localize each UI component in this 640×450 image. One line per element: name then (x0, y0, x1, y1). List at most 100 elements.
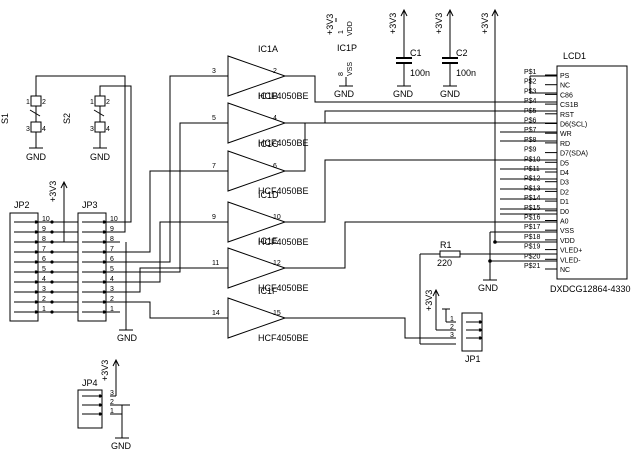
ic1c-out-wire (285, 122, 557, 172)
connector-jp1: +3V3 123 JP1 (424, 288, 483, 364)
ic1p-gnd-label: GND (334, 89, 355, 99)
ic1p-power-block: +3V3 1 VDD IC1P 8 VSS GND (325, 14, 357, 99)
lcd-pin-name: C86 (560, 92, 573, 99)
s1-pin4: 4 (42, 126, 46, 133)
jp2-pin-dot (34, 260, 38, 264)
ic1p-vdd-label: VDD (347, 21, 354, 36)
lcd-pin-name: D6(SCL) (560, 122, 587, 129)
s2-contact (93, 109, 105, 117)
jp2-jp3-junction (50, 310, 54, 314)
jp4-pin-dot (98, 412, 102, 416)
jp2-pin-dot (34, 240, 38, 244)
lcd-pin-number: P$9 (524, 147, 537, 154)
jp2-jp3-junction (50, 240, 54, 244)
jp2-pin-number: 6 (42, 256, 46, 263)
jp2-jp3-junction (50, 290, 54, 294)
s1-label: S1 (0, 113, 10, 124)
jp2-body (9, 212, 39, 322)
buffer-name: IC1E (258, 236, 278, 246)
lcd-vdd-junction (493, 240, 497, 244)
lcd-pin-number: P$7 (524, 127, 537, 134)
buffer-part: HCF4050BE (258, 333, 309, 343)
jp1-pin-dot (478, 336, 482, 340)
lcd-pin-number: P$16 (524, 215, 540, 222)
jp1-pin-number: 1 (450, 316, 454, 323)
lcd-pin-name: RST (560, 112, 575, 119)
buffer-in-pin: 9 (212, 214, 216, 221)
ic1p-pin8-label: 8 (338, 72, 345, 76)
buffer-name: IC1A (258, 44, 278, 54)
lcd-pin-number: P$6 (524, 118, 537, 125)
jp3-pin-number: 8 (110, 236, 114, 243)
lcd-pin-name: NC (560, 83, 570, 90)
jp2-pin-number: 5 (42, 266, 46, 273)
jp2-pin-dot (34, 300, 38, 304)
lcd-pin-name: VSS (560, 228, 574, 235)
jp3-pin-dot (102, 300, 106, 304)
jp2-pin-dot (34, 310, 38, 314)
ic1c-in-wire (120, 170, 228, 253)
buffer-triangle (227, 247, 287, 289)
s2-pin-box-top (94, 95, 106, 107)
buffer-part: HCF4050BE (258, 283, 309, 293)
s1-pin3: 3 (26, 126, 30, 133)
jp4-pin-number: 2 (110, 399, 114, 406)
jp3-pin-dot (102, 240, 106, 244)
buffer-input-wiring (120, 75, 228, 319)
lcd-pin-number: P$20 (524, 253, 540, 260)
lcd-pin-name: D7(SDA) (560, 151, 588, 158)
jp3-pin-number: 3 (110, 286, 114, 293)
jp1-body (461, 312, 483, 352)
jp2-jp3-junction (50, 260, 54, 264)
ic1p-label: IC1P (337, 43, 357, 53)
s2-pin4: 4 (106, 126, 110, 133)
jp1-label: JP1 (465, 354, 481, 364)
jp2-pin-dot (34, 250, 38, 254)
jp4-gnd-label: GND (111, 441, 132, 450)
s1-pin-box-top (30, 95, 42, 107)
buffer-out-pin: 4 (273, 115, 277, 122)
s1-wire (35, 75, 126, 233)
jp2-jp3-junction (50, 270, 54, 274)
r1-label: R1 (440, 240, 452, 250)
s1-gnd-label: GND (26, 152, 47, 162)
jp2-pin-dot (34, 220, 38, 224)
jp4-body (77, 389, 103, 429)
buffer-in-pin: 14 (212, 310, 220, 317)
jp1-pin-number: 2 (450, 324, 454, 331)
jp3-pin-dot (102, 230, 106, 234)
ic1p-pin1-label: 1 (338, 30, 345, 34)
jp4-pin-dot (98, 394, 102, 398)
lcd1-module: LCD1 DXDCG12864-4330 P$1PSP$2NCP$3C86P$4… (524, 51, 631, 294)
s2-label: S2 (62, 113, 72, 124)
jp1-pin-number: 3 (450, 332, 454, 339)
s2-pin2: 2 (106, 99, 110, 106)
lcd-pin-name: CS1B (560, 102, 579, 109)
lcd-pin-number: P$8 (524, 137, 537, 144)
lcd-pin-name: WR (560, 131, 572, 138)
jp2-pin-number: 10 (42, 216, 50, 223)
capacitor-c2: +3V3 C2 100n GND (434, 8, 476, 99)
lcd-pin-name: VLED- (560, 257, 581, 264)
ic1a-out-wire (285, 75, 557, 103)
jp3-pin-number: 10 (110, 216, 118, 223)
jp2-pin-number: 8 (42, 236, 46, 243)
switch-s1: 2 1 3 4 S1 GND (0, 75, 126, 233)
jp3-pin-number: 1 (110, 306, 114, 313)
lcd-pin-name: D2 (560, 189, 569, 196)
lcd-pin-name: RD (560, 141, 570, 148)
s2-pin3: 3 (90, 126, 94, 133)
lcd-pin-number: P$1 (524, 69, 537, 76)
lcd-pin-name: VDD (560, 238, 575, 245)
lcd1-pin-list: P$1PSP$2NCP$3C86P$4CS1BP$5RSTP$6D6(SCL)P… (524, 69, 588, 274)
jp2-jp3-junction (50, 220, 54, 224)
jp2-label: JP2 (14, 200, 30, 210)
s1-contact (29, 109, 41, 117)
jp3-pin-number: 7 (110, 246, 114, 253)
jp3-pin-dot (102, 260, 106, 264)
lcd-gnd: GND (478, 231, 557, 293)
